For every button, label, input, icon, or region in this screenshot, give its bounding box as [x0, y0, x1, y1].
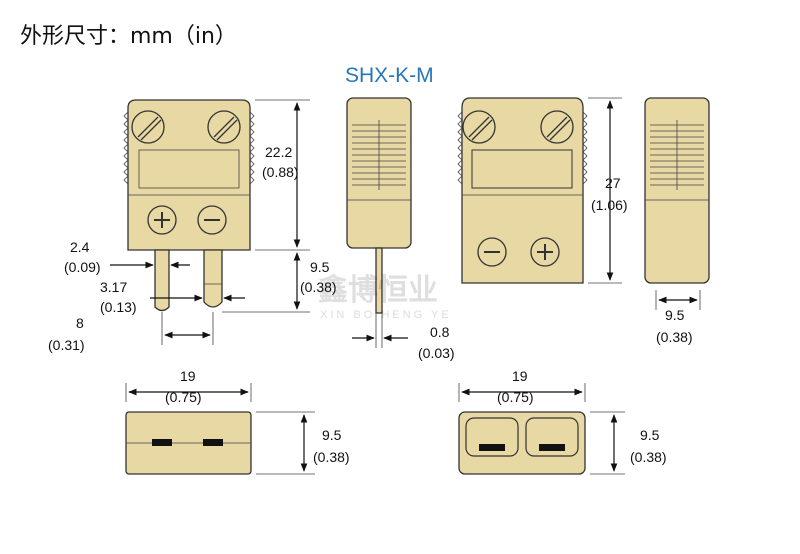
dim-bottom-right-height-in: (0.38): [630, 449, 667, 465]
dim-female-height-mm: 27: [605, 175, 621, 191]
female-connector-end-view: [458, 411, 586, 475]
minus-terminal-icon: [197, 205, 227, 235]
plus-terminal-icon: [530, 237, 560, 267]
dim-female-side-in: (0.38): [656, 329, 693, 345]
dim-pin-wide-mm: 3.17: [100, 279, 127, 295]
page-title: 外形尺寸：mm（in）: [20, 24, 237, 49]
dim-side-pin-mm: 0.8: [430, 324, 450, 340]
dim-bottom-right-height-mm: 9.5: [640, 427, 660, 443]
dim-pin-spacing-mm: 8: [76, 315, 84, 331]
dim-pin-spacing-in: (0.31): [48, 337, 85, 353]
male-connector-side-view: [346, 97, 412, 314]
dim-side-pin-in: (0.03): [418, 345, 455, 361]
dim-pin-length-mm: 9.5: [310, 259, 330, 275]
watermark-english: XIN BO HENG YE: [320, 309, 452, 321]
watermark-chinese: 鑫博恒业: [318, 273, 438, 308]
dim-bottom-left-width-in: (0.75): [165, 389, 202, 405]
dim-bottom-left-height-in: (0.38): [313, 449, 350, 465]
pin-wide: [203, 249, 223, 308]
dim-bottom-right-width-in: (0.75): [497, 389, 534, 405]
dim-pin-length-in: (0.38): [300, 279, 337, 295]
screw-left-icon: [131, 110, 165, 144]
dim-pin-thin-mm: 2.4: [70, 239, 90, 255]
model-label: SHX-K-M: [345, 64, 434, 87]
pin-thin: [154, 249, 170, 312]
female-connector-side-view: [644, 97, 710, 284]
minus-terminal-icon: [477, 237, 507, 267]
male-connector-end-view: [125, 411, 252, 475]
screw-right-icon: [540, 110, 574, 144]
dim-female-side-mm: 9.5: [665, 307, 685, 323]
dim-bottom-left-width-mm: 19: [180, 368, 196, 384]
female-connector-front-view: [457, 97, 588, 284]
dim-body-height-mm: 22.2: [265, 144, 292, 160]
dim-pin-wide-in: (0.13): [100, 299, 137, 315]
dim-body-height-in: (0.88): [262, 164, 299, 180]
plus-terminal-icon: [147, 205, 177, 235]
dim-pin-thin-in: (0.09): [64, 259, 101, 275]
screw-left-icon: [462, 110, 496, 144]
dim-bottom-left-height-mm: 9.5: [322, 427, 342, 443]
male-connector-front-view: [123, 99, 255, 312]
dim-bottom-right-width-mm: 19: [512, 368, 528, 384]
dim-female-height-in: (1.06): [591, 197, 628, 213]
screw-right-icon: [207, 110, 241, 144]
